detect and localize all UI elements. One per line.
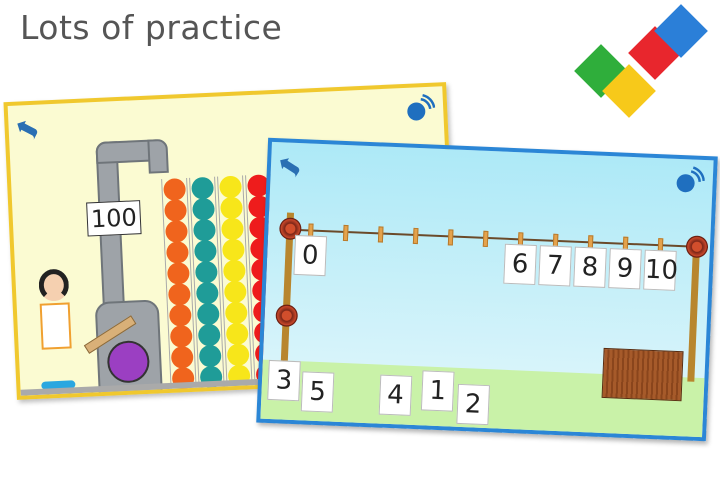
counting-ball xyxy=(194,260,218,284)
counting-ball xyxy=(222,259,246,283)
counting-ball xyxy=(164,199,188,222)
machine-pipe-spout xyxy=(147,138,169,174)
brand-logo xyxy=(572,4,708,118)
counting-ball xyxy=(195,281,219,305)
counting-ball xyxy=(167,282,191,306)
right-pole xyxy=(687,241,701,382)
number-card[interactable]: 7 xyxy=(538,245,572,287)
number-card[interactable]: 5 xyxy=(300,371,335,413)
counting-ball xyxy=(165,240,189,264)
counting-ball xyxy=(163,178,187,202)
number-card[interactable]: 4 xyxy=(378,374,413,416)
counting-ball xyxy=(223,280,247,304)
counting-ball xyxy=(220,217,244,241)
number-card[interactable]: 3 xyxy=(267,359,301,402)
number-card[interactable]: 9 xyxy=(608,248,642,290)
pulley-wheel[interactable] xyxy=(275,304,299,328)
counting-ball xyxy=(165,219,188,243)
counting-ball xyxy=(192,197,216,221)
counting-ball xyxy=(197,323,221,347)
counting-ball xyxy=(169,324,193,348)
counting-ball xyxy=(225,322,249,346)
counting-ball xyxy=(166,261,190,285)
counting-ball xyxy=(226,343,250,367)
counting-ball xyxy=(170,345,194,369)
counter-label: 100 xyxy=(86,200,142,237)
number-card[interactable]: 6 xyxy=(503,243,537,286)
clothes-peg xyxy=(447,229,454,246)
counting-ball xyxy=(221,238,245,262)
counting-ball xyxy=(196,302,220,326)
sound-icon[interactable] xyxy=(674,165,705,194)
counting-ball xyxy=(192,218,216,242)
clothes-peg xyxy=(412,227,419,245)
picnic-basket xyxy=(601,347,684,402)
counting-ball xyxy=(168,303,192,327)
number-card[interactable]: 0 xyxy=(293,234,328,277)
clothes-peg xyxy=(342,224,349,242)
counting-ball xyxy=(193,239,217,263)
clothes-peg xyxy=(482,230,489,247)
number-card[interactable]: 10 xyxy=(643,249,679,291)
number-card[interactable]: 8 xyxy=(573,246,607,288)
counting-ball xyxy=(219,175,243,199)
counting-ball xyxy=(191,176,215,200)
number-card[interactable]: 1 xyxy=(420,370,455,412)
ball-tubes xyxy=(8,86,443,390)
back-arrow-icon[interactable]: ➦ xyxy=(8,107,47,150)
pulley-wheel[interactable] xyxy=(685,235,709,259)
counting-ball xyxy=(224,301,248,325)
counting-ball xyxy=(220,196,243,220)
counting-machine-screen: ➦ 100 xyxy=(3,82,460,400)
counting-ball xyxy=(198,344,222,368)
back-arrow-icon[interactable]: ➦ xyxy=(269,144,310,188)
number-card[interactable]: 2 xyxy=(456,383,490,426)
page-heading: Lots of practice xyxy=(20,8,283,47)
girl-character xyxy=(31,268,80,390)
clothes-peg xyxy=(377,226,384,243)
sound-icon[interactable] xyxy=(405,93,436,122)
